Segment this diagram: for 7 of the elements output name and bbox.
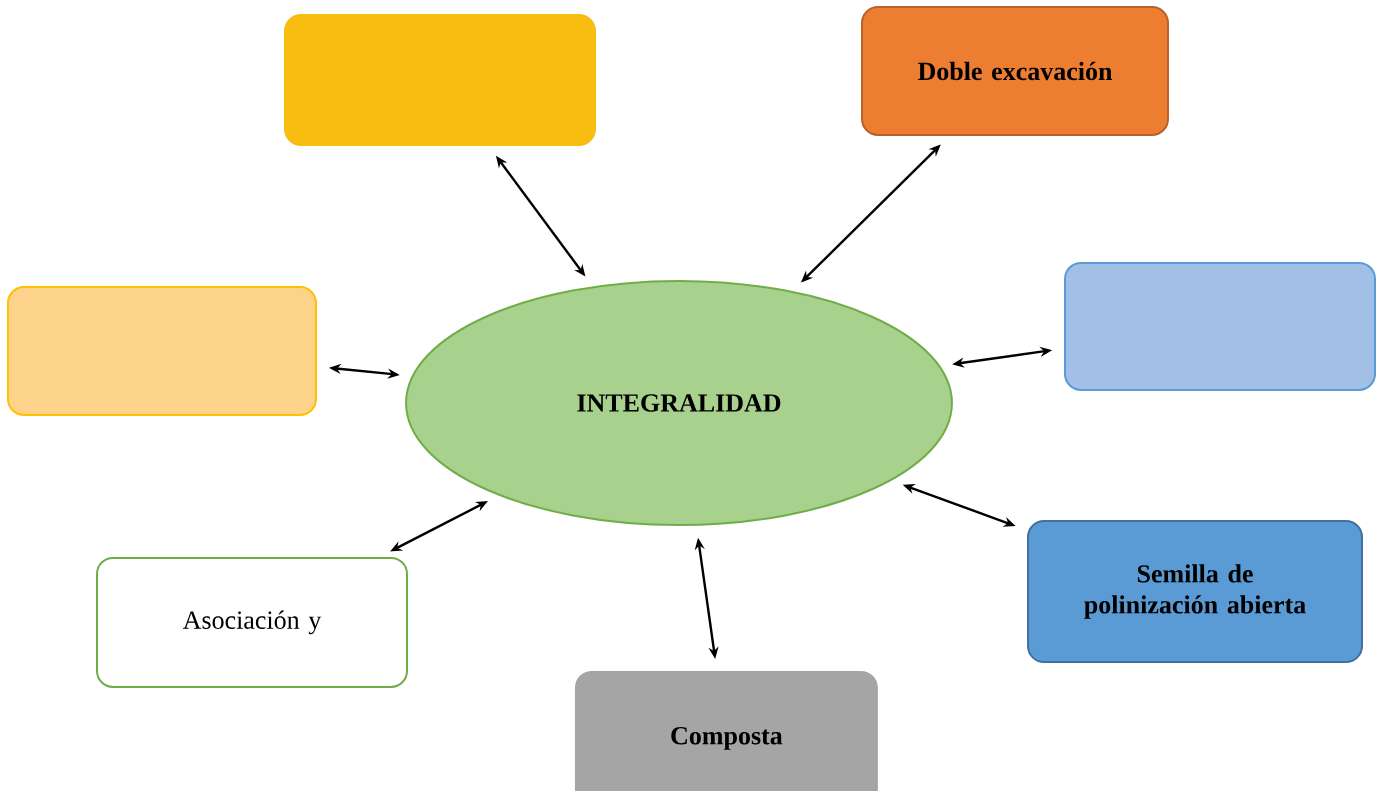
rounded-box: Composta [574,670,878,791]
rounded-box: Doble excavación [861,6,1169,136]
rounded-box [284,14,596,146]
rounded-box [1064,261,1376,391]
rounded-box: Semilla de polinización abierta [1027,520,1363,664]
rounded-box [7,286,317,416]
rounded-box: Asociación y [96,556,408,688]
